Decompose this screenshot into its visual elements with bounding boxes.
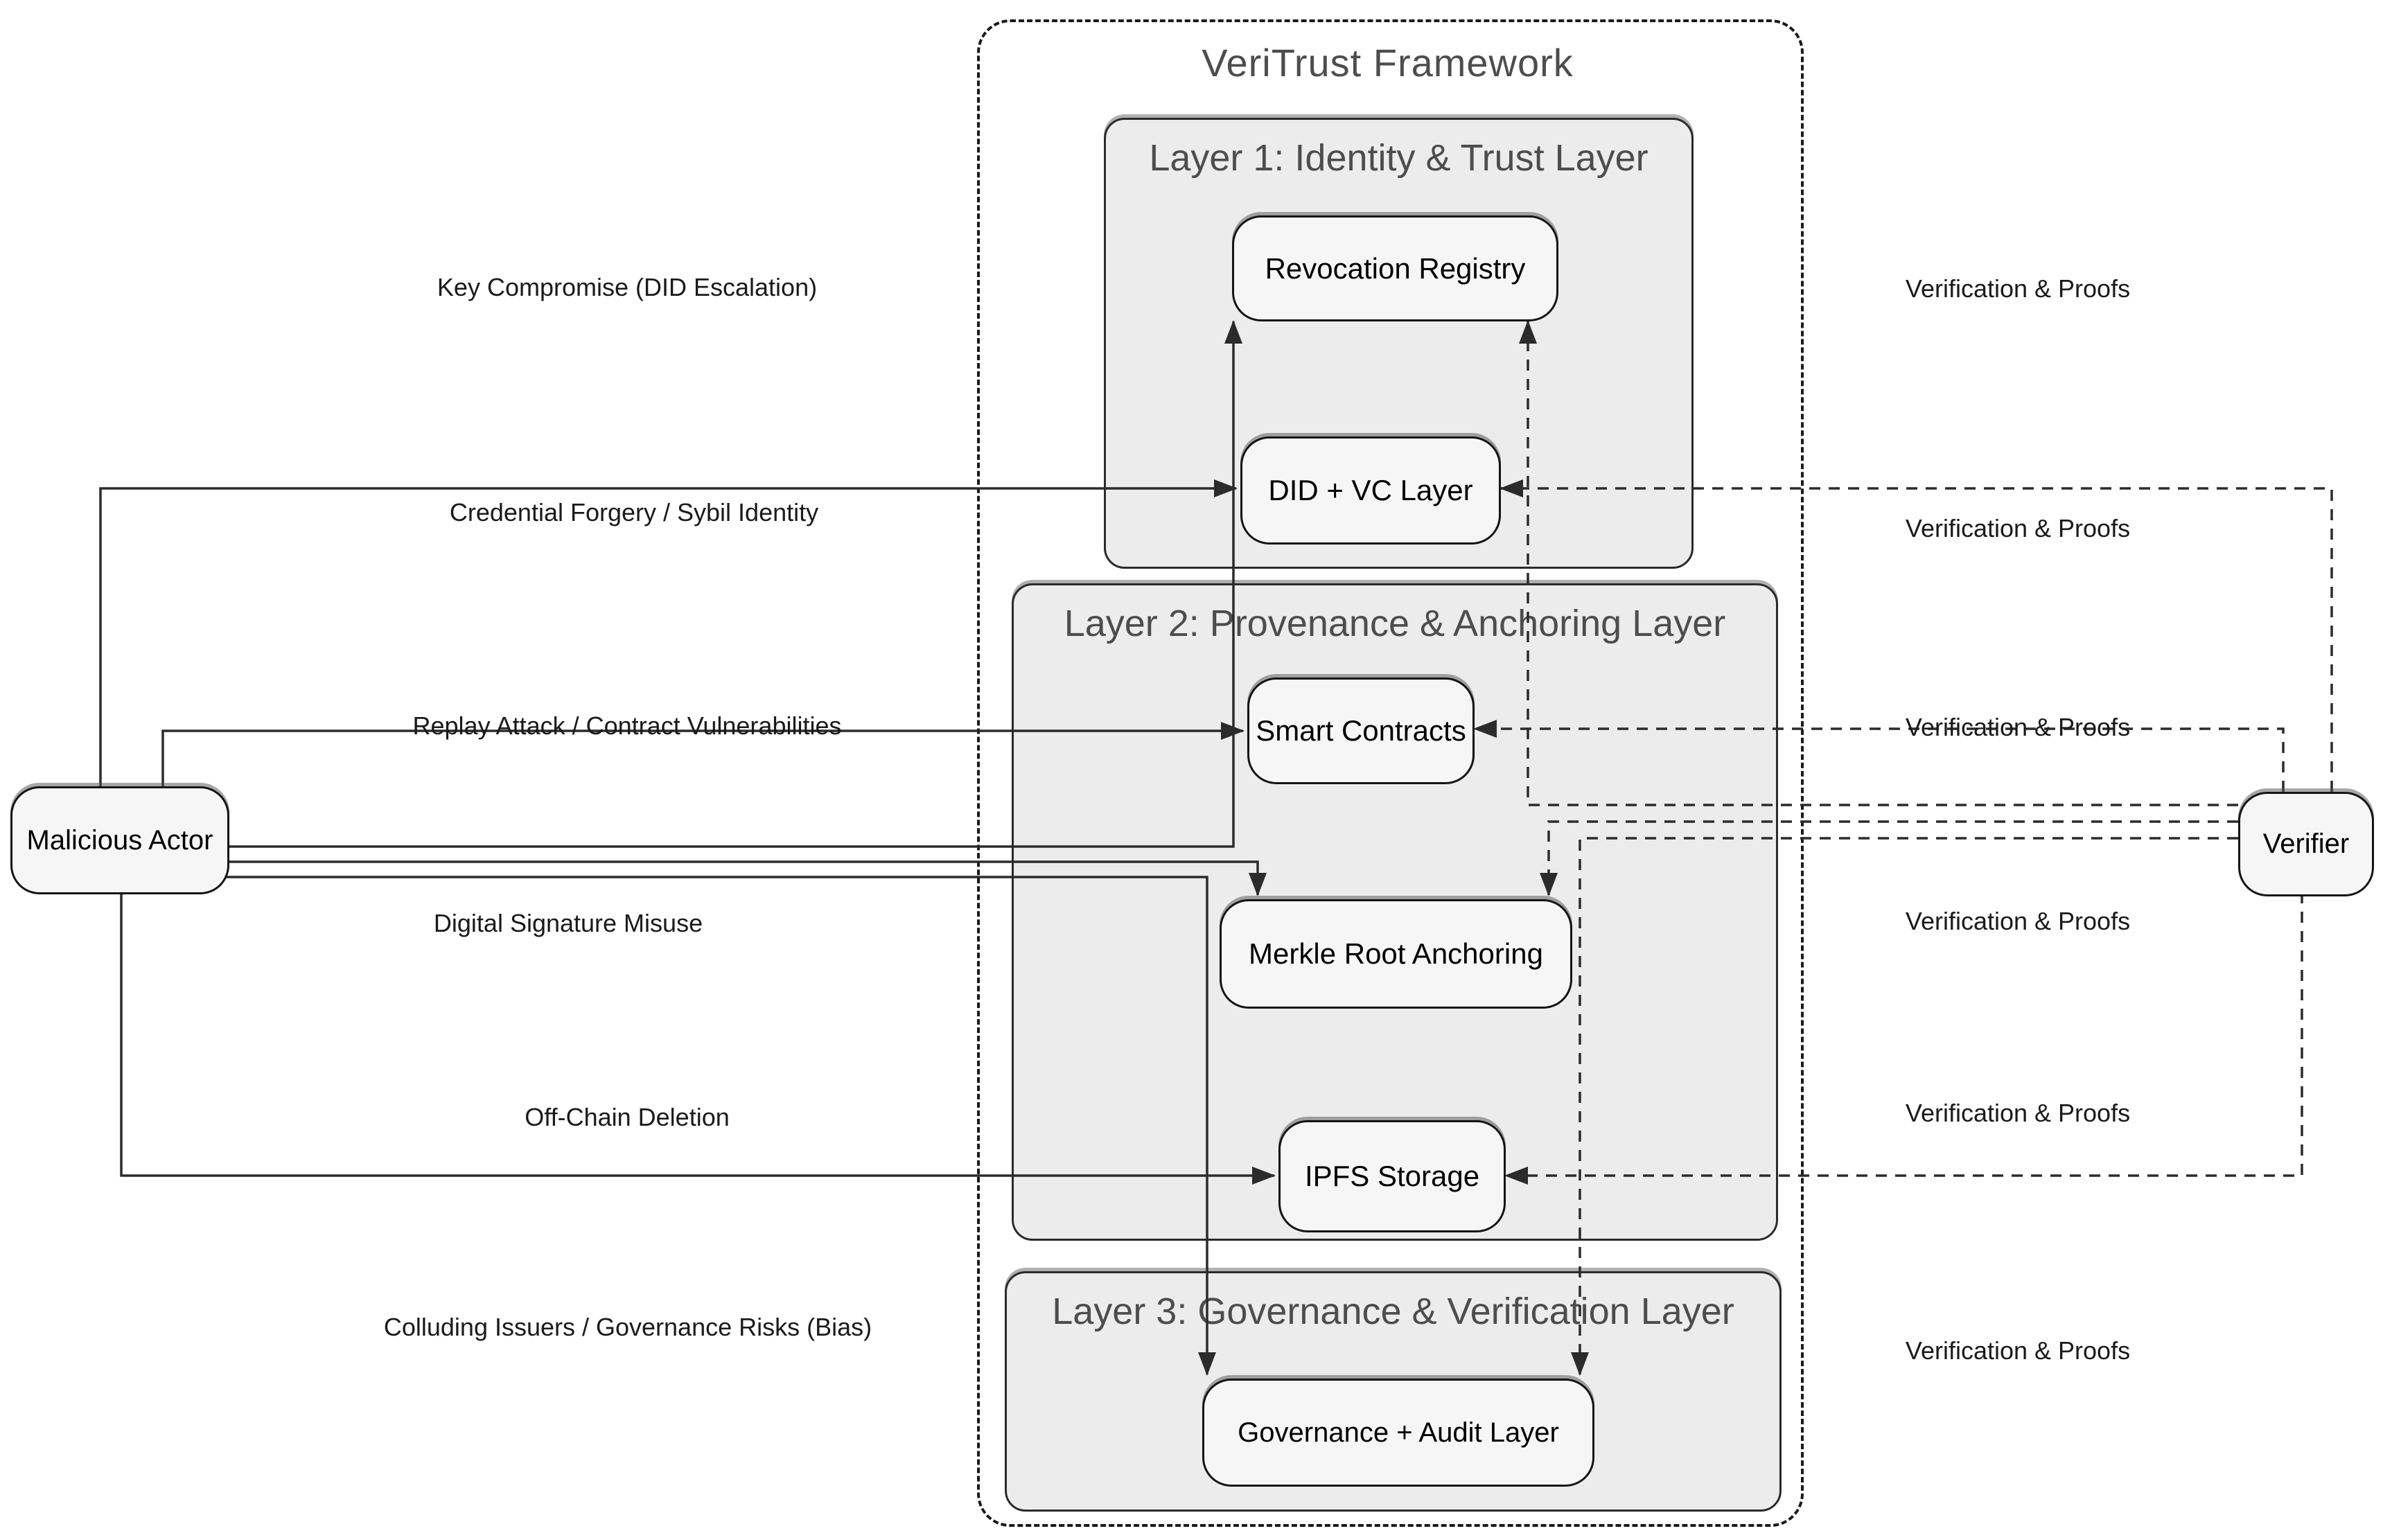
node-revocation-registry: Revocation Registry: [1232, 215, 1558, 321]
label-digital-signature-misuse: Digital Signature Misuse: [433, 909, 703, 937]
label-verification-proofs-6: Verification & Proofs: [1905, 1336, 2131, 1365]
node-smart-contracts-label: Smart Contracts: [1256, 714, 1466, 747]
edge-verify-ipfs: [1504, 892, 2303, 1185]
layer2-title: Layer 2: Provenance & Anchoring Layer: [1064, 603, 1726, 644]
node-governance-audit-layer: Governance + Audit Layer: [1202, 1379, 1594, 1487]
label-replay-attack: Replay Attack / Contract Vulnerabilities: [412, 711, 842, 740]
veritrust-framework-container: [977, 19, 1804, 1527]
node-malicious-actor-label: Malicious Actor: [26, 824, 213, 856]
label-verification-proofs-5: Verification & Proofs: [1905, 1099, 2131, 1127]
label-offchain-deletion: Off-Chain Deletion: [525, 1103, 730, 1131]
edge-replay-attack: [161, 722, 1245, 786]
diagram-title: VeriTrust Framework: [1202, 41, 1574, 85]
label-verification-proofs-2: Verification & Proofs: [1905, 514, 2131, 542]
node-verifier-label: Verifier: [2262, 829, 2350, 859]
node-revocation-registry-label: Revocation Registry: [1265, 251, 1526, 285]
node-did-vc-layer: DID + VC Layer: [1240, 436, 1501, 545]
edge-verify-governance: [1571, 837, 2238, 1376]
layer1-title: Layer 1: Identity & Trust Layer: [1149, 137, 1648, 179]
edge-verify-revocation: [1519, 320, 2238, 806]
label-credential-forgery: Credential Forgery / Sybil Identity: [449, 498, 819, 526]
edge-key-compromise: [225, 320, 1242, 848]
edge-verify-did-vc: [1500, 479, 2333, 792]
edge-verify-smart-contracts: [1473, 720, 2285, 792]
edge-offchain-deletion: [120, 890, 1276, 1185]
edge-verify-merkle: [1540, 820, 2238, 896]
label-verification-proofs-1: Verification & Proofs: [1905, 274, 2131, 303]
label-colluding-issuers: Colluding Issuers / Governance Risks (Bi…: [383, 1313, 872, 1341]
label-verification-proofs-4: Verification & Proofs: [1905, 907, 2131, 935]
label-verification-proofs-3: Verification & Proofs: [1905, 713, 2131, 741]
edge-colluding-issuers: [225, 876, 1216, 1376]
node-merkle-root-anchoring: Merkle Root Anchoring: [1220, 899, 1572, 1009]
node-merkle-root-anchoring-label: Merkle Root Anchoring: [1249, 937, 1543, 970]
edge-digital-signature-misuse: [225, 860, 1267, 896]
label-key-compromise: Key Compromise (DID Escalation): [437, 273, 818, 301]
node-ipfs-storage-label: IPFS Storage: [1304, 1160, 1480, 1192]
node-malicious-actor: Malicious Actor: [10, 786, 229, 894]
node-did-vc-layer-label: DID + VC Layer: [1268, 474, 1473, 506]
node-ipfs-storage: IPFS Storage: [1278, 1120, 1506, 1232]
edge-credential-forgery: [99, 479, 1238, 786]
node-verifier: Verifier: [2238, 792, 2374, 896]
node-governance-audit-layer-label: Governance + Audit Layer: [1238, 1417, 1559, 1448]
node-smart-contracts: Smart Contracts: [1247, 678, 1475, 784]
layer3-title: Layer 3: Governance & Verification Layer: [1052, 1291, 1734, 1332]
